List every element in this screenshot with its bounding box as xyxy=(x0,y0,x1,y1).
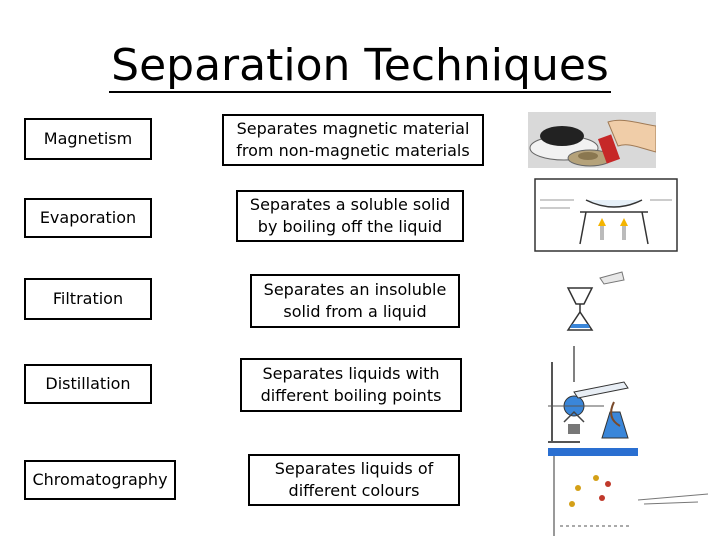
technique-box-evaporation: Evaporation xyxy=(24,198,152,238)
technique-label: Magnetism xyxy=(43,129,133,148)
technique-box-distillation: Distillation xyxy=(24,364,152,404)
description-box-magnetism: Separates magnetic material from non-mag… xyxy=(222,114,484,166)
technique-label: Evaporation xyxy=(39,208,137,227)
technique-box-chromatography: Chromatography xyxy=(24,460,176,500)
technique-label: Distillation xyxy=(45,374,131,393)
technique-label: Filtration xyxy=(52,289,124,308)
chromatography-picture xyxy=(548,448,709,536)
description-label: Separates an insoluble solid from a liqu… xyxy=(263,280,447,321)
description-label: Separates liquids with different boiling… xyxy=(260,364,442,405)
filtration-picture xyxy=(566,271,625,331)
description-box-distillation: Separates liquids with different boiling… xyxy=(240,358,462,412)
technique-label: Chromatography xyxy=(32,470,168,489)
technique-box-filtration: Filtration xyxy=(24,278,152,320)
description-box-filtration: Separates an insoluble solid from a liqu… xyxy=(250,274,460,328)
description-box-evaporation: Separates a soluble solid by boiling off… xyxy=(236,190,464,242)
description-label: Separates liquids of different colours xyxy=(274,459,434,500)
magnetism-picture xyxy=(528,112,656,168)
technique-box-magnetism: Magnetism xyxy=(24,118,152,160)
slide-title: Separation Techniques xyxy=(109,40,611,93)
distillation-picture xyxy=(548,346,629,443)
description-label: Separates magnetic material from non-mag… xyxy=(236,119,470,160)
evaporation-picture xyxy=(534,178,678,252)
description-box-chromatography: Separates liquids of different colours xyxy=(248,454,460,506)
description-label: Separates a soluble solid by boiling off… xyxy=(249,195,451,236)
